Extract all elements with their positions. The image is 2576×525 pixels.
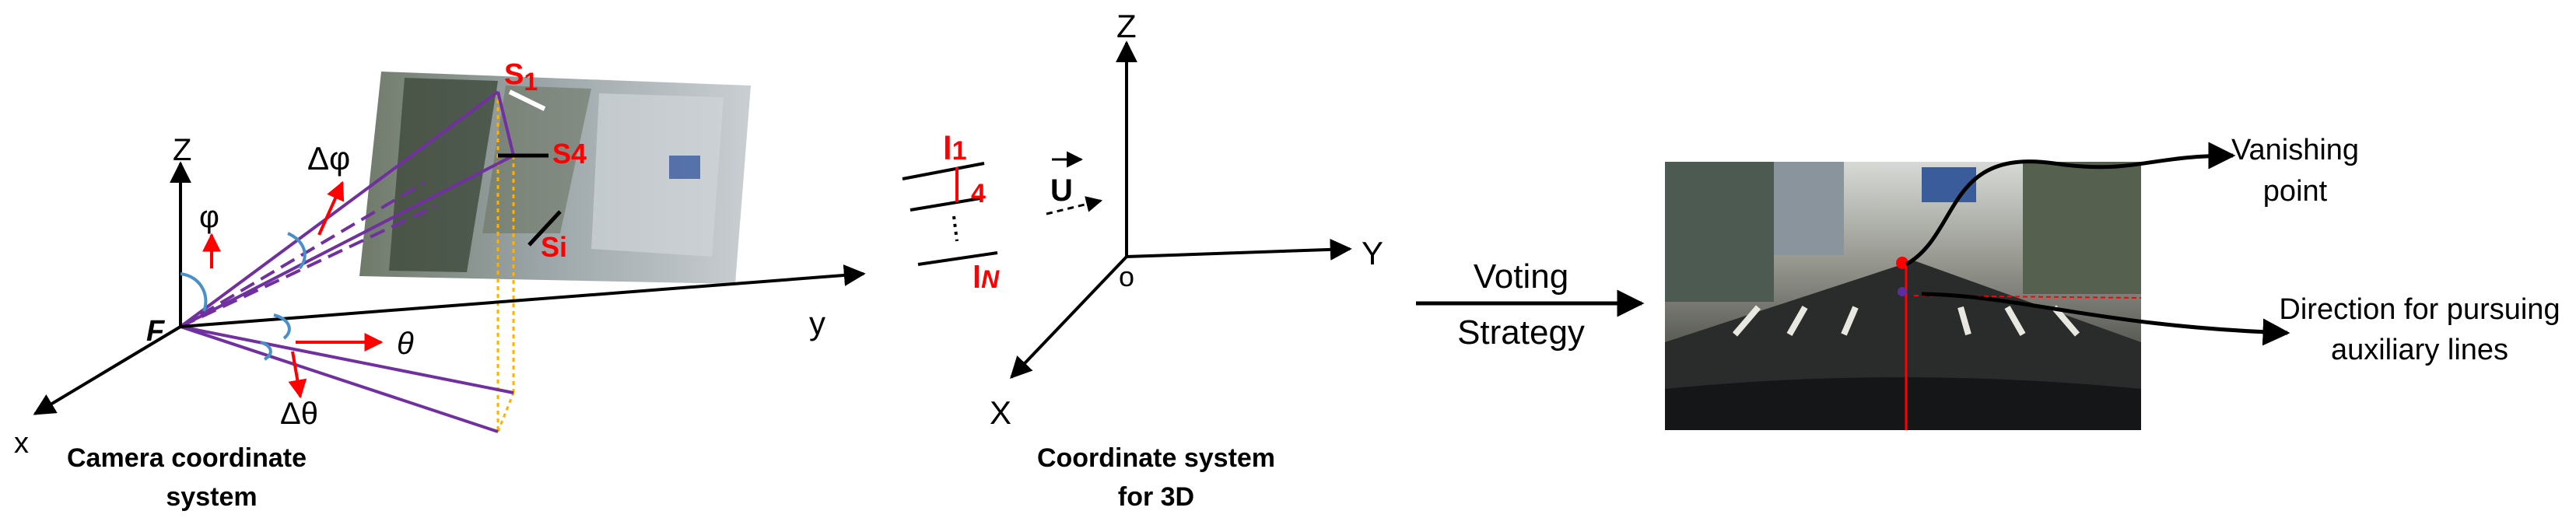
- direction-label-line1: Direction for pursuing: [2279, 293, 2560, 326]
- phi-label: φ: [199, 200, 219, 234]
- segment-si-label: Si: [541, 231, 567, 263]
- focal-point-label: F: [146, 315, 166, 348]
- axis-y-label: y: [809, 305, 825, 341]
- camera-caption-line1: Camera coordinate: [67, 443, 307, 473]
- axis-x3d-label: X: [990, 394, 1011, 431]
- axis-y3d-label: Y: [1362, 235, 1383, 271]
- theta-label: θ: [397, 327, 414, 361]
- camera-panel: Z φ Δφ F θ Δθ x y S1 S4 Si Camera coordi…: [14, 58, 866, 512]
- camera-caption-line2: system: [166, 482, 257, 512]
- axis-x-label: x: [14, 427, 29, 460]
- coord3d-caption-line1: Coordinate system: [1037, 443, 1275, 473]
- origin-label: o: [1119, 261, 1134, 292]
- line-l1-label: l1: [943, 130, 967, 166]
- voting-label-line1: Voting: [1474, 257, 1568, 296]
- line-set-panel: l1 4 lN U: [902, 130, 1103, 295]
- axis-z3d-label: Z: [1116, 8, 1137, 44]
- segment-s4-label: S4: [552, 138, 587, 170]
- line-l4-label: 4: [971, 179, 986, 208]
- coord3d-panel: Z Y X o Coordinate system for 3D: [990, 8, 1383, 512]
- segment-s1-label: S1: [504, 58, 538, 96]
- vanishing-point-label-line1: Vanishing: [2231, 134, 2359, 166]
- image-plane-photo: [359, 72, 751, 284]
- line-ln-label: lN: [973, 261, 1000, 295]
- direction-label-line2: auxiliary lines: [2331, 334, 2508, 366]
- coord3d-caption-line2: for 3D: [1118, 482, 1194, 512]
- voting-label-line2: Strategy: [1457, 313, 1585, 352]
- voting-strategy: Voting Strategy: [1416, 257, 1645, 352]
- delta-phi-label: Δφ: [307, 140, 350, 177]
- result-panel: Vanishing point Direction for pursuing a…: [1665, 134, 2560, 430]
- axis-z-label: Z: [173, 133, 191, 167]
- vanishing-point-label-line2: point: [2263, 175, 2328, 208]
- vector-u-label: U: [1050, 173, 1073, 208]
- delta-theta-label: Δθ: [280, 397, 318, 431]
